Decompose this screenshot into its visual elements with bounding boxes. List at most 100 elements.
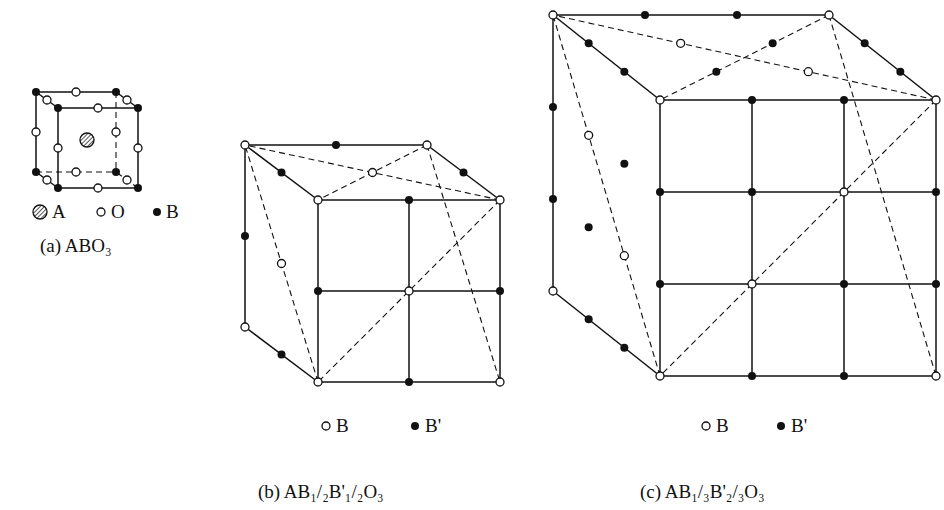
b-prime-dot xyxy=(405,378,413,386)
cell-edge xyxy=(36,172,58,188)
b-site-dot xyxy=(241,323,249,331)
b-prime-dot xyxy=(278,169,286,177)
cell-edge xyxy=(553,291,660,376)
b-site-dot xyxy=(43,176,51,184)
b-prime-dot xyxy=(748,372,756,380)
b-prime-dot xyxy=(460,169,468,177)
cell-edge xyxy=(552,15,554,291)
b-prime-dot xyxy=(712,68,720,76)
b-site-dot xyxy=(72,168,80,176)
b-prime-dot xyxy=(112,88,120,96)
dashed-line xyxy=(318,200,500,382)
legend-symbols xyxy=(33,205,785,430)
b-site-dot xyxy=(72,88,80,96)
b-site-dot xyxy=(94,104,102,112)
b-prime-dot xyxy=(641,11,649,19)
b-site-dot xyxy=(123,96,131,104)
cell-edge xyxy=(553,14,829,16)
b-prime-dot xyxy=(32,88,40,96)
b-prime-dot xyxy=(932,188,940,196)
b-prime-dot xyxy=(134,104,142,112)
b-prime-dot xyxy=(620,344,628,352)
dashed-line xyxy=(553,15,936,100)
cell-edge xyxy=(843,100,845,376)
b-site-dot xyxy=(840,188,848,196)
legend-text: O xyxy=(111,201,125,223)
b-prime-dot xyxy=(748,188,756,196)
a-site-atom xyxy=(80,133,94,147)
b-prime-dot xyxy=(840,372,848,380)
b-site-dot xyxy=(620,252,628,260)
legend-text: B xyxy=(166,201,179,223)
dashed-line xyxy=(318,145,427,200)
b-site-dot xyxy=(549,287,557,295)
b-site-dot xyxy=(585,131,593,139)
b-prime-dot xyxy=(496,287,504,295)
cell-edge xyxy=(660,99,936,101)
caption: (a) ABO₃ xyxy=(40,235,112,257)
b-site-dot xyxy=(314,378,322,386)
caption: (c) AB₁/₃B'₂/₃O₃ xyxy=(640,481,765,503)
b-prime-dot xyxy=(585,39,593,47)
b-prime-dot xyxy=(278,351,286,359)
b-site-dot xyxy=(748,280,756,288)
b-site-dot xyxy=(112,128,120,136)
cell-edge xyxy=(660,375,936,377)
dashed-line xyxy=(660,15,829,100)
b-site-dot xyxy=(369,169,377,177)
b-site-dot xyxy=(496,196,504,204)
b-prime-dot xyxy=(54,104,62,112)
cell-edge xyxy=(245,327,318,382)
cell-drawings xyxy=(32,11,940,386)
b-site-dot xyxy=(314,196,322,204)
oxygen-symbol xyxy=(97,208,105,216)
b-site-dot xyxy=(804,68,812,76)
b-site-symbol xyxy=(322,422,330,430)
b-prime-dot xyxy=(134,184,142,192)
b-prime-dot xyxy=(54,184,62,192)
b-prime-dot xyxy=(620,68,628,76)
b-prime-dot xyxy=(405,196,413,204)
caption: (b) AB₁/₂B'₁/₂O₃ xyxy=(258,481,384,503)
b-prime-dot xyxy=(241,232,249,240)
b-site-dot xyxy=(496,378,504,386)
b-prime-dot xyxy=(585,315,593,323)
legend-text: B xyxy=(716,415,729,437)
cell-edge xyxy=(116,92,138,108)
b-site-dot xyxy=(43,96,51,104)
cell-edge xyxy=(659,100,661,376)
dashed-line xyxy=(116,172,138,188)
b-site-dot xyxy=(677,39,685,47)
legend-text: B xyxy=(336,415,349,437)
b-site-symbol xyxy=(702,422,710,430)
b-prime-dot xyxy=(332,141,340,149)
legend-text: B' xyxy=(425,415,441,437)
cell-edge xyxy=(660,283,936,285)
cell-edge xyxy=(427,145,500,200)
dashed-line xyxy=(829,15,936,376)
b-site-symbol xyxy=(153,208,161,216)
b-prime-dot xyxy=(861,39,869,47)
dashed-line xyxy=(553,15,660,376)
dashed-line xyxy=(427,145,500,382)
b-prime-dot xyxy=(112,168,120,176)
b-site-dot xyxy=(94,184,102,192)
b-prime-dot xyxy=(748,96,756,104)
b-site-dot xyxy=(134,144,142,152)
legend-text: B' xyxy=(791,415,807,437)
b-site-dot xyxy=(54,144,62,152)
b-site-dot xyxy=(241,141,249,149)
b-site-dot xyxy=(278,260,286,268)
b-site-dot xyxy=(423,141,431,149)
dashed-line xyxy=(245,145,318,382)
b-prime-dot xyxy=(656,280,664,288)
b-site-dot xyxy=(932,96,940,104)
b-prime-dot xyxy=(896,68,904,76)
b-prime-symbol xyxy=(411,422,419,430)
b-site-dot xyxy=(549,11,557,19)
b-site-dot xyxy=(32,128,40,136)
b-prime-symbol xyxy=(777,422,785,430)
b-prime-dot xyxy=(585,223,593,231)
a-site-symbol xyxy=(33,205,47,219)
b-prime-dot xyxy=(620,160,628,168)
